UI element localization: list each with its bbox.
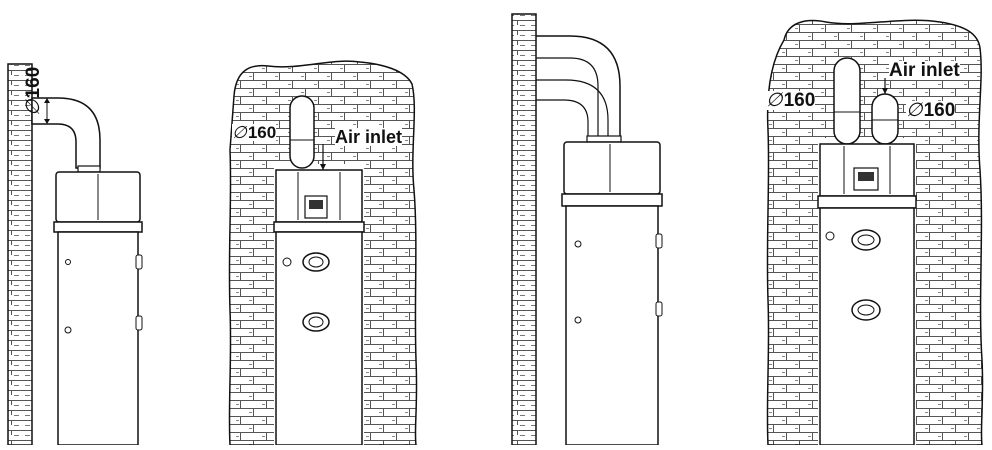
outer-elbow-duct-inner [536, 57, 599, 138]
head-band [561, 193, 663, 207]
diameter-symbol: ∅ [232, 123, 247, 142]
pipe-port-inner [308, 316, 324, 328]
right-vertical-duct [871, 93, 899, 145]
fitting [282, 257, 292, 267]
diameter-label-view-4-left: ∅160 [766, 90, 816, 111]
arrow-head [882, 88, 888, 94]
pipe-connection [655, 233, 663, 249]
heat-pump-head [563, 141, 661, 195]
arrow-head [320, 164, 326, 170]
fitting [64, 326, 72, 334]
diameter-label-view-1: ∅160 [23, 66, 44, 116]
pipe-port-inner [857, 234, 875, 246]
dimension-arrow [44, 119, 50, 124]
fitting [65, 259, 71, 265]
view-2-front-single-duct [228, 60, 418, 446]
duct-collar [586, 135, 622, 143]
outer-elbow-duct [536, 35, 621, 138]
diameter-value: 160 [923, 100, 956, 121]
fitting [574, 240, 582, 248]
diameter-symbol: ∅ [23, 99, 44, 116]
left-vertical-duct [833, 57, 861, 145]
diameter-label-view-4-right: ∅160 [906, 100, 956, 121]
pipe-port-inner [308, 256, 324, 268]
inner-elbow-duct [536, 79, 609, 138]
pipe-port-inner [857, 304, 875, 316]
duct-collar [77, 165, 101, 173]
diameter-symbol: ∅ [766, 90, 783, 111]
control-display [858, 172, 874, 181]
pipe-connection [135, 254, 143, 270]
fitting [825, 231, 835, 241]
diameter-value: 160 [783, 90, 816, 111]
tank-body [565, 205, 659, 446]
control-display [309, 200, 323, 209]
pipe-connection [135, 315, 143, 331]
fitting [574, 316, 582, 324]
vertical-duct [289, 95, 315, 169]
diameter-value: 160 [247, 123, 277, 142]
air-inlet-label-view-2: Air inlet [335, 127, 403, 147]
view-4-front-dual-duct [766, 19, 984, 446]
diameter-label-view-2: ∅160 [232, 123, 277, 142]
view-1-side-single-duct [7, 63, 143, 446]
pipe-connection [655, 301, 663, 317]
diameter-symbol: ∅ [906, 100, 923, 121]
head-band [53, 221, 143, 233]
tank-body [57, 231, 139, 446]
view-3-side-dual-duct [511, 13, 663, 446]
head-band [273, 221, 365, 233]
wall-column [511, 13, 537, 446]
wall-column [7, 63, 33, 446]
air-inlet-label-view-4: Air inlet [889, 60, 960, 81]
inner-elbow-duct-inner [536, 99, 589, 138]
dimension-arrow [44, 98, 50, 103]
head-band [817, 195, 917, 209]
diameter-value: 160 [23, 66, 44, 99]
